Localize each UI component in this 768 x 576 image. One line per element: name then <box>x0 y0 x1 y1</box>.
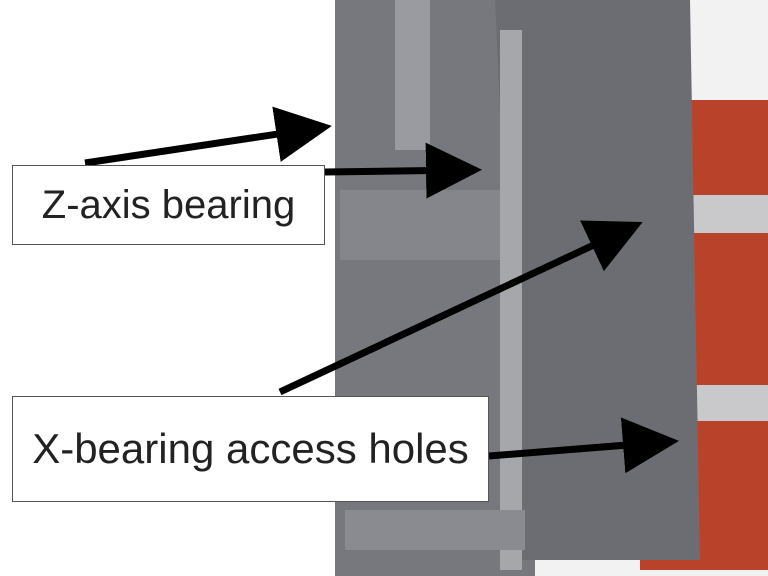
x-bearing-holes-label: X-bearing access holes <box>12 396 489 502</box>
arrows <box>84 106 679 474</box>
z-axis-bearing-label: Z-axis bearing <box>12 165 325 245</box>
